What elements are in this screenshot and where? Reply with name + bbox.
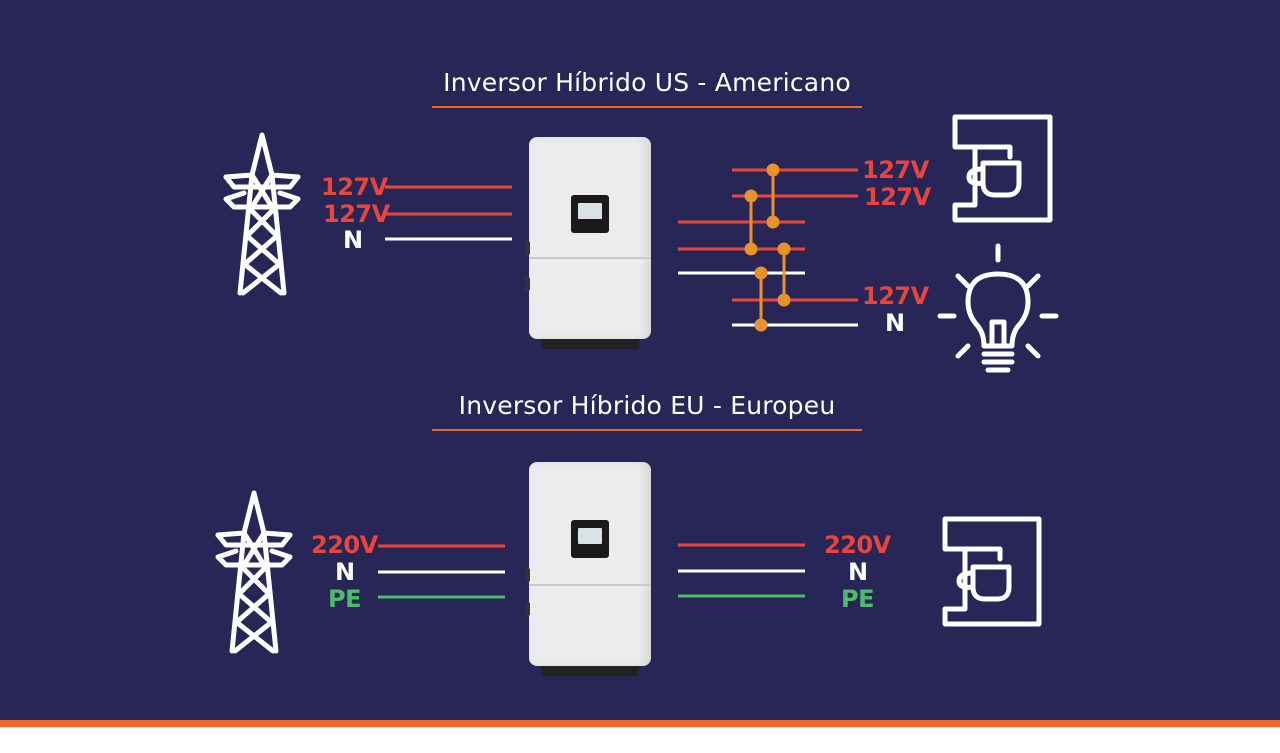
coffee-machine-icon bbox=[952, 114, 1053, 223]
eu-output-label-phase: 220V bbox=[824, 531, 891, 559]
us-title: Inversor Híbrido US - Americano bbox=[443, 68, 851, 97]
eu-output-label-neutral: N bbox=[848, 558, 868, 586]
us-input-label-neutral: N bbox=[343, 226, 363, 254]
us-output-label-b: 127V bbox=[864, 183, 931, 211]
eu-input-label-neutral: N bbox=[335, 558, 355, 586]
hybrid-inverter-eu bbox=[525, 462, 651, 676]
diagram-canvas: Inversor Híbrido US - Americano Inversor… bbox=[0, 0, 1280, 720]
footer-strip bbox=[0, 727, 1280, 753]
us-output-label-n: N bbox=[885, 309, 905, 337]
eu-title-underline bbox=[432, 429, 862, 431]
coffee-machine-icon bbox=[942, 516, 1042, 627]
us-junctions bbox=[744, 163, 791, 332]
eu-input-label-phase: 220V bbox=[311, 531, 378, 559]
hybrid-inverter-us bbox=[525, 137, 651, 349]
light-bulb-icon bbox=[937, 243, 1059, 373]
transmission-tower-icon bbox=[215, 490, 293, 654]
eu-title: Inversor Híbrido EU - Europeu bbox=[458, 391, 836, 420]
inverter-display bbox=[571, 195, 609, 233]
us-input-label-phase2: 127V bbox=[323, 200, 390, 228]
us-output-label-a: 127V bbox=[862, 156, 929, 184]
us-title-underline bbox=[432, 106, 862, 108]
us-input-label-phase1: 127V bbox=[321, 173, 388, 201]
footer-accent-bar bbox=[0, 720, 1280, 727]
eu-input-label-earth: PE bbox=[328, 585, 361, 613]
inverter-display bbox=[571, 520, 609, 558]
eu-output-label-earth: PE bbox=[841, 585, 874, 613]
us-output-label-c: 127V bbox=[862, 282, 929, 310]
wiring-diagram bbox=[215, 114, 1059, 654]
transmission-tower-icon bbox=[223, 132, 301, 296]
